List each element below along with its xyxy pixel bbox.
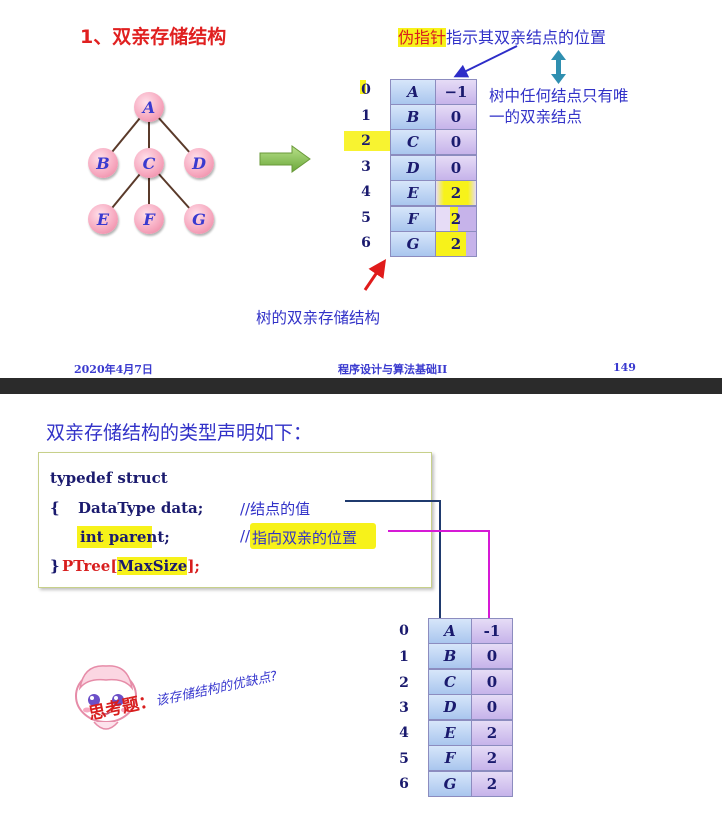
table-index: 3 (399, 700, 409, 716)
slide-2-title: 双亲存储结构的类型声明如下： (46, 422, 313, 444)
table-parent-cell: 0 (471, 643, 513, 669)
code-line-typedef: typedef struct (50, 469, 168, 487)
tree-node-c: C (134, 148, 164, 178)
code-maxsize: MaxSize (117, 557, 188, 575)
code-ptree-name: PTree (62, 557, 111, 575)
table-index: 3 (361, 159, 371, 175)
table-index: 4 (399, 725, 409, 741)
slide-title: 1、双亲存储结构 (80, 26, 227, 48)
side-note: 树中任何结点只有唯一的双亲结点 (489, 87, 629, 126)
table-data-cell: C (390, 129, 436, 155)
table-data-cell: G (428, 771, 472, 797)
table-index: 5 (399, 751, 409, 767)
code-box (38, 452, 432, 588)
code-bracket-close: ]; (187, 557, 200, 575)
table-parent-cell: 0 (471, 694, 513, 720)
footer-course: 程序设计与算法基础II (338, 363, 448, 376)
table-parent-cell: 2 (471, 720, 513, 746)
code-data-comment: //结点的值 (240, 500, 311, 518)
highlight-int-parent (77, 526, 152, 548)
table-data-cell: F (390, 206, 436, 232)
tree-node-f: F (134, 204, 164, 234)
table-data-cell: G (390, 231, 436, 257)
table-caption: 树的双亲存储结构 (256, 309, 381, 327)
table-parent-cell: 0 (435, 129, 477, 155)
double-arrow-icon (551, 50, 566, 84)
table-data-cell: B (390, 104, 436, 130)
table-index: 6 (399, 776, 409, 792)
table-data-cell: A (390, 79, 436, 105)
table-data-cell: E (390, 180, 436, 206)
highlight-parent-comment (250, 523, 376, 549)
table-parent-cell: 2 (471, 771, 513, 797)
pointer-note-rest: 指示其双亲结点的位置 (446, 28, 607, 47)
pointer-note-highlight: 伪指针 (398, 28, 447, 47)
table-parent-cell: 2 (435, 231, 477, 257)
table-index: 6 (361, 235, 371, 251)
code-brace-open: { (50, 499, 60, 517)
tree-node-b: B (88, 148, 118, 178)
table-data-cell: C (428, 669, 472, 695)
table-index: 1 (399, 649, 409, 665)
table-data-cell: F (428, 745, 472, 771)
transform-arrow-icon (259, 145, 311, 173)
table-index: 0 (361, 82, 371, 98)
code-parent-comment-prefix: // (240, 527, 251, 545)
table-parent-cell: 0 (435, 104, 477, 130)
slide-1: 1、双亲存储结构 伪指针指示其双亲结点的位置 A B C D E F G 0 1… (0, 0, 722, 378)
connector-lines (345, 500, 490, 618)
highlight-index-0 (360, 80, 366, 94)
cartoon-mascot-icon (75, 665, 137, 730)
table-parent-cell: 2 (471, 745, 513, 771)
table-index: 4 (361, 184, 371, 200)
tree-node-g: G (184, 204, 214, 234)
slide-divider (0, 378, 722, 394)
table-data-cell: E (428, 720, 472, 746)
footer-page: 149 (613, 361, 636, 374)
table-index: 1 (361, 108, 371, 124)
pointer-note: 伪指针指示其双亲结点的位置 (398, 24, 606, 48)
code-parent-field: int parent; (80, 528, 170, 546)
tree-node-a: A (134, 92, 164, 122)
table-index: 2 (399, 675, 409, 691)
annotation-arrows (363, 45, 566, 291)
table-parent-cell: -1 (471, 618, 513, 644)
code-ptree: PTree[MaxSize]; (62, 557, 200, 575)
code-brace-close: } (50, 557, 60, 575)
code-bracket-open: [ (110, 557, 118, 575)
tree-node-e: E (88, 204, 118, 234)
table-parent-cell: 2 (435, 180, 477, 206)
table-index: 5 (361, 210, 371, 226)
table-data-cell: A (428, 618, 472, 644)
table-index: 0 (399, 623, 409, 639)
footer-date: 2020年4月7日 (74, 363, 153, 376)
table-parent-cell: 0 (471, 669, 513, 695)
table-data-cell: D (428, 694, 472, 720)
code-parent-comment: 指向双亲的位置 (252, 529, 358, 547)
table-parent-cell: 2 (435, 206, 477, 232)
table-data-cell: D (390, 155, 436, 181)
code-data-field: DataType data; (78, 499, 204, 517)
tree-node-d: D (184, 148, 214, 178)
table-index: 2 (361, 133, 371, 149)
table-data-cell: B (428, 643, 472, 669)
